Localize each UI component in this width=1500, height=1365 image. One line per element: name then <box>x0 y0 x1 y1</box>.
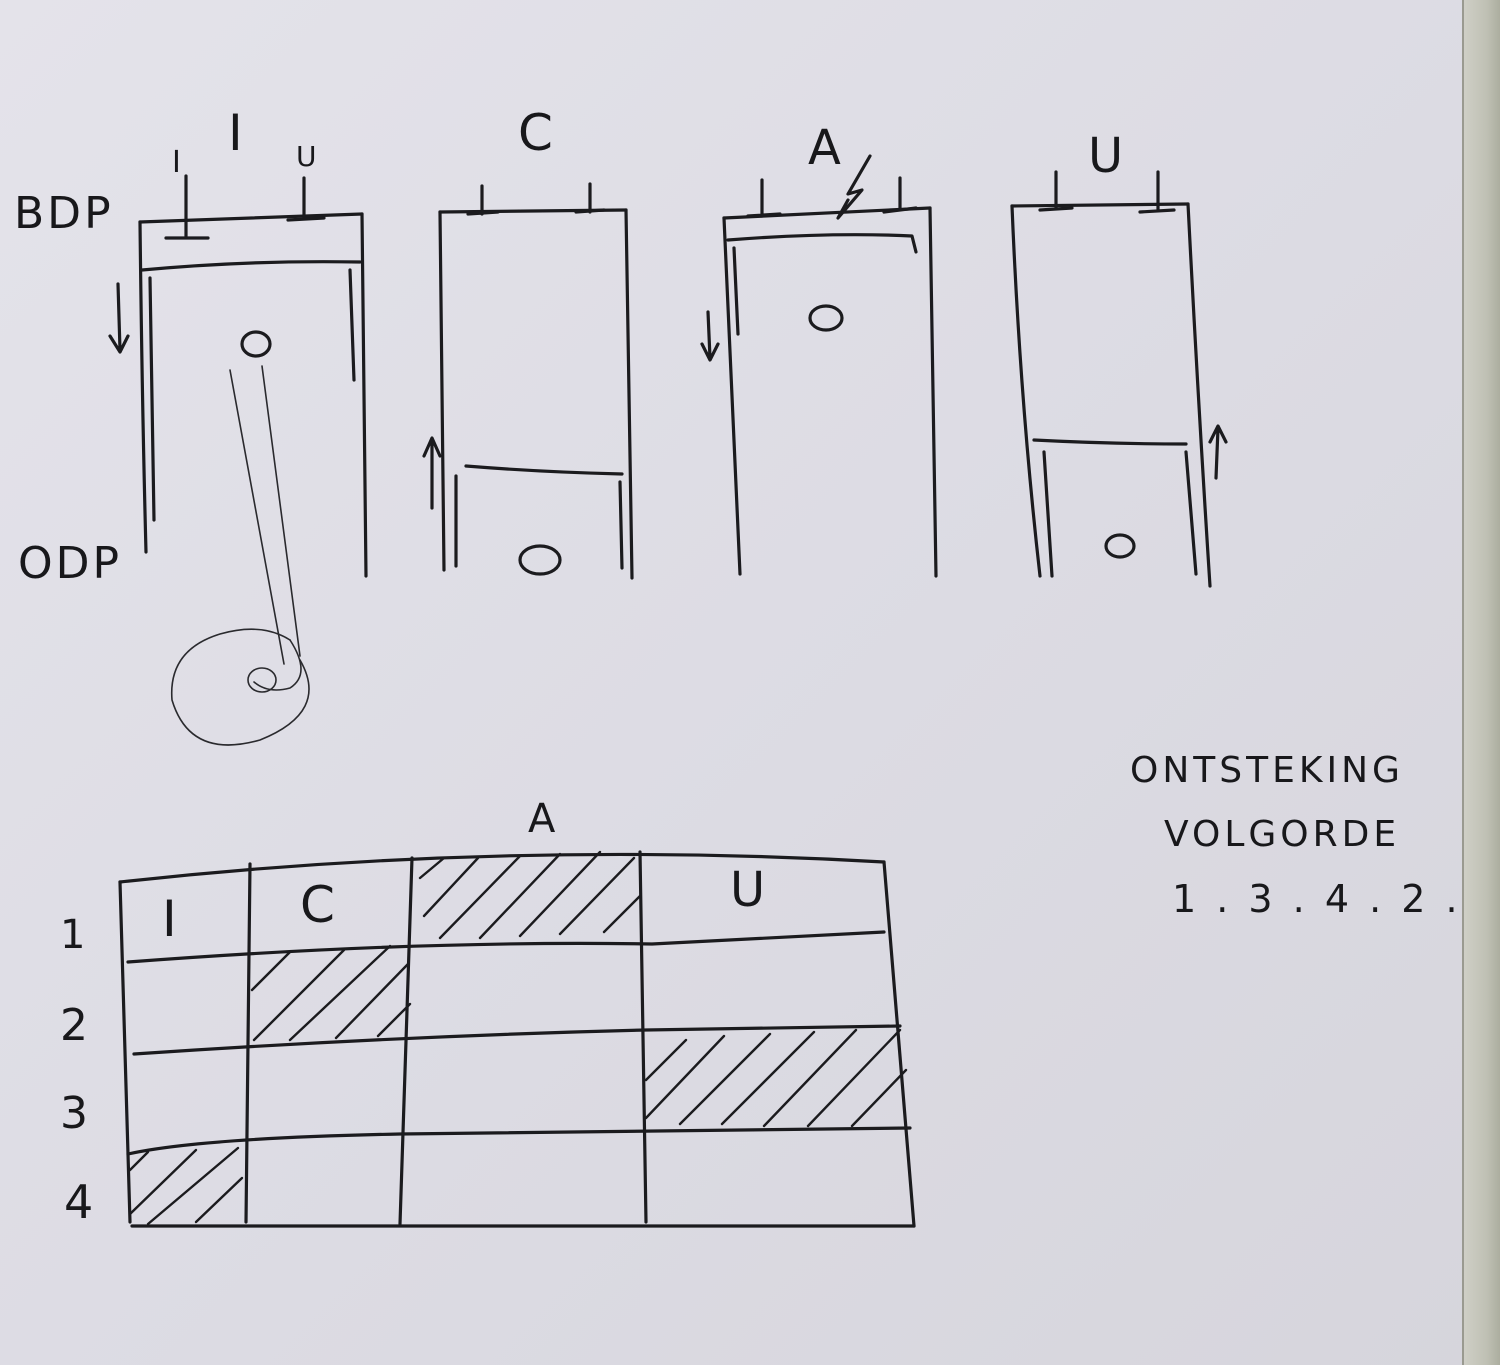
label-bdp: BDP <box>14 188 114 239</box>
cylinder-power: A <box>700 120 938 578</box>
cylinder-compression: C <box>422 104 634 580</box>
valve-label-exhaust: U <box>296 140 317 173</box>
stroke-label-exhaust: U <box>1088 128 1123 184</box>
sheet-edge <box>1462 0 1500 1365</box>
table-row-2: 2 <box>60 1000 88 1051</box>
hatched-cell-r4c1 <box>128 1146 244 1226</box>
cylinder-exhaust: U <box>1010 128 1228 588</box>
table-row-3: 3 <box>60 1088 88 1139</box>
table-row-4: 4 <box>64 1175 93 1229</box>
valve-label-intake: I <box>172 145 181 180</box>
stroke-label-intake: I <box>228 104 243 162</box>
table-col-1: I <box>162 890 177 948</box>
firing-table: A I C U 1 2 3 4 <box>60 796 916 1229</box>
table-col-4: U <box>730 862 765 918</box>
label-odp: ODP <box>18 538 122 589</box>
note-line-1: ONTSTEKING <box>1130 750 1404 791</box>
table-row-1: 1 <box>60 912 85 958</box>
hatched-cell-r3c4 <box>644 1028 908 1128</box>
table-col-2: C <box>300 876 335 934</box>
stroke-label-power: A <box>808 120 841 176</box>
hatched-cell-r1c3 <box>418 850 642 940</box>
stroke-label-compression: C <box>518 104 553 162</box>
cylinder-intake: I I U <box>108 104 368 746</box>
hatched-cell-r2c2 <box>250 944 412 1042</box>
firing-order-note: ONTSTEKING VOLGORDE 1 . 3 . 4 . 2 . <box>1130 750 1462 921</box>
table-header-above: A <box>528 796 556 842</box>
note-line-3: 1 . 3 . 4 . 2 . <box>1172 877 1462 921</box>
note-line-2: VOLGORDE <box>1164 814 1400 855</box>
